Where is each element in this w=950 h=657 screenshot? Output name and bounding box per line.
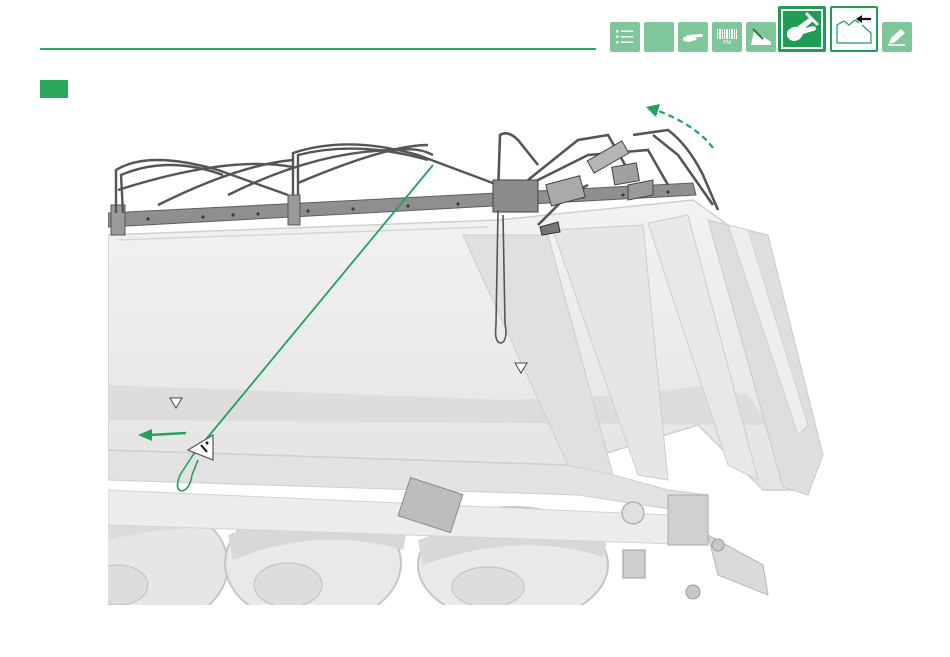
pencil-icon[interactable] <box>882 22 912 52</box>
barcode-label: PM <box>723 41 731 46</box>
chapter-icon-bar: PM <box>610 6 910 54</box>
ramp-icon[interactable] <box>746 22 776 52</box>
tipper-body <box>108 200 823 495</box>
blank-tile[interactable] <box>644 22 674 52</box>
trailer-illustration <box>108 95 828 605</box>
barcode-icon[interactable]: PM <box>712 22 742 52</box>
header-rule <box>40 48 596 50</box>
terrain-arrow-icon[interactable] <box>830 6 878 52</box>
section-marker <box>40 80 68 98</box>
hand-wrench-icon[interactable] <box>778 6 826 52</box>
list-icon[interactable] <box>610 22 640 52</box>
pointing-hand-icon[interactable] <box>678 22 708 52</box>
